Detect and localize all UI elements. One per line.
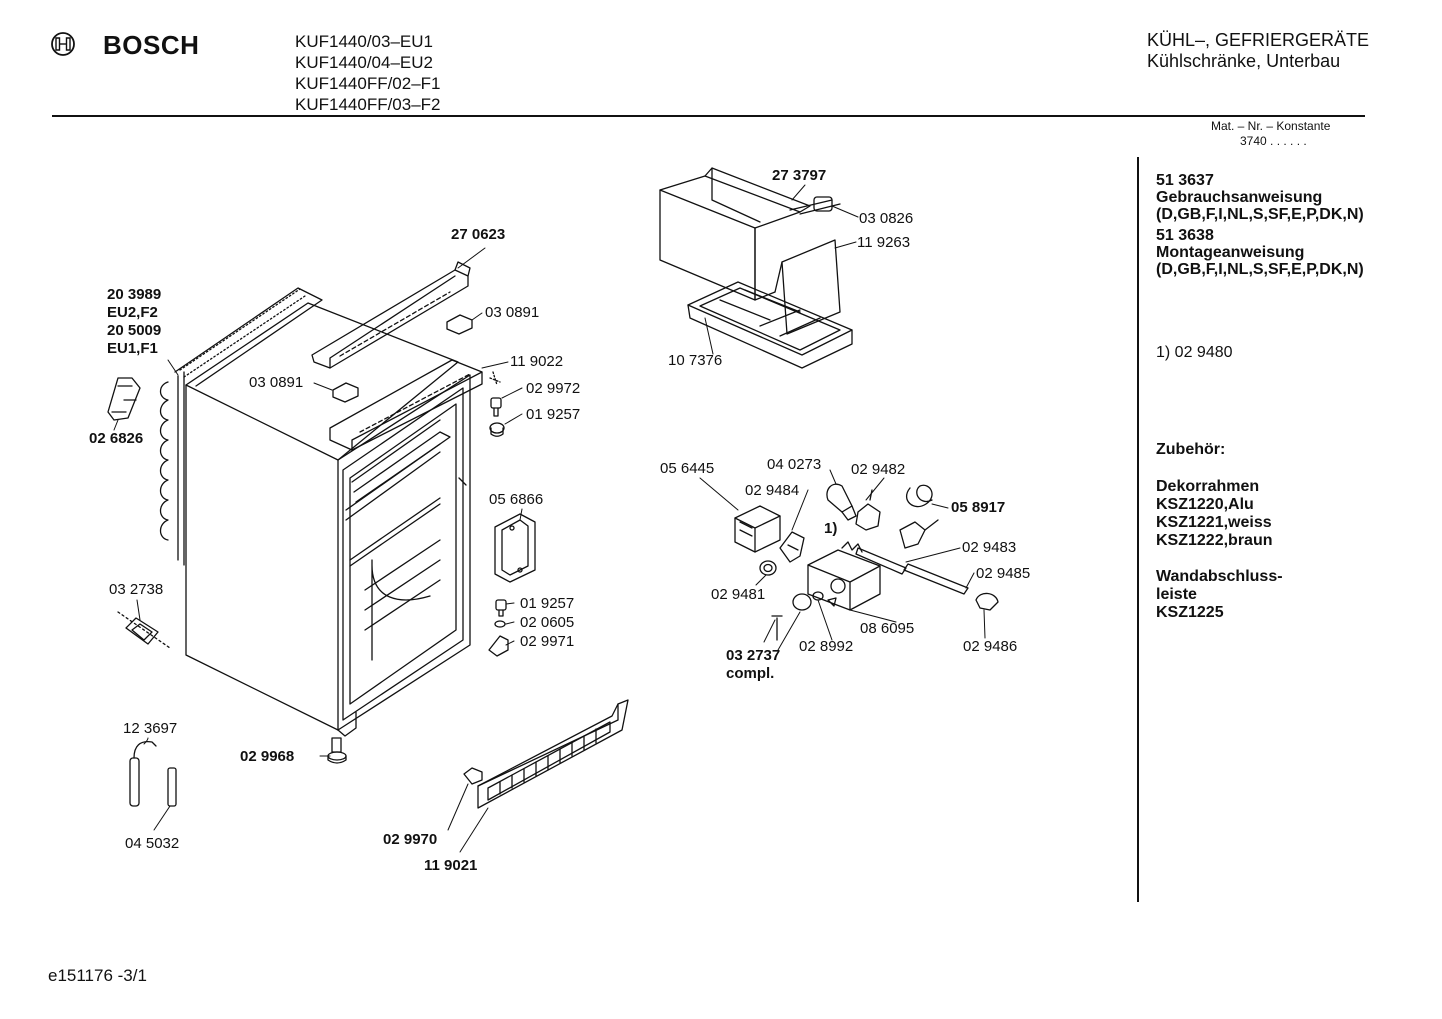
footnote: 1) 02 9480 — [1156, 344, 1233, 361]
hinge-rail-drawing — [330, 360, 482, 450]
part-label: 01 9257 — [520, 595, 575, 612]
thermostat-drawing — [808, 550, 880, 610]
spring-rod-drawing — [842, 542, 906, 574]
model-number: KUF1440FF/02–F1 — [295, 74, 441, 93]
cabinet-drawing — [186, 303, 470, 736]
footnote-marker: 1) — [824, 520, 838, 537]
part-label: 20 3989 — [107, 286, 162, 303]
category-title: KÜHL–, GEFRIERGERÄTE — [1147, 30, 1370, 50]
decor-frame-item: KSZ1221,weiss — [1156, 514, 1272, 531]
part-label: 05 8917 — [951, 499, 1006, 516]
part-label: 02 0605 — [520, 614, 575, 631]
part-label: 02 9483 — [962, 539, 1017, 556]
vent-grille-drawing — [464, 700, 628, 808]
part-label: 02 9968 — [240, 748, 295, 765]
lower-hinge-drawings — [489, 600, 508, 656]
freezer-box-drawing — [660, 168, 840, 334]
doc2-languages: (D,GB,F,I,NL,S,SF,E,P,DK,N) — [1156, 261, 1364, 278]
foot-screw-drawing — [328, 738, 346, 763]
part-label: 02 9486 — [963, 638, 1018, 655]
decor-frame-title: Dekorrahmen — [1156, 478, 1260, 495]
drip-tray-drawing — [688, 282, 852, 368]
leader-lines — [114, 185, 985, 852]
handle-drawing — [108, 378, 140, 420]
part-label: 03 0891 — [485, 304, 540, 321]
decor-frame-item: KSZ1222,braun — [1156, 532, 1273, 549]
model-number: KUF1440FF/03–F2 — [295, 95, 441, 114]
sensor-clip-drawing — [976, 593, 998, 610]
bulb-drawing — [827, 484, 856, 520]
decor-frame-item: KSZ1220,Alu — [1156, 496, 1254, 513]
part-label: 11 9022 — [510, 353, 564, 370]
clip-drawing — [780, 532, 804, 562]
part-label: 03 0891 — [249, 374, 304, 391]
part-label: 20 5009 — [107, 322, 162, 339]
category-subtitle: Kühlschränke, Unterbau — [1147, 51, 1341, 71]
part-label: 02 9482 — [851, 461, 906, 478]
part-label: 12 3697 — [123, 720, 178, 737]
mat-label: Mat. – Nr. – Konstante — [1211, 119, 1331, 133]
part-label: 02 9485 — [976, 565, 1031, 582]
part-label: 27 3797 — [772, 167, 827, 184]
part-label: 02 8992 — [799, 638, 854, 655]
category-block: KÜHL–, GEFRIERGERÄTE Kühlschränke, Unter… — [1147, 30, 1369, 72]
part-label: 11 9263 — [857, 234, 911, 251]
doc1-number: 51 3637 — [1156, 172, 1214, 189]
doc2-number: 51 3638 — [1156, 227, 1214, 244]
doc1-languages: (D,GB,F,I,NL,S,SF,E,P,DK,N) — [1156, 206, 1364, 223]
mat-value: 3740 . . . . . . — [1240, 134, 1307, 148]
document-code: e151176 -3/1 — [48, 966, 147, 985]
part-label: 02 6826 — [89, 430, 144, 447]
control-knob-drawing — [772, 594, 811, 640]
bosch-logo-icon — [50, 31, 76, 57]
lamp-drawing — [118, 612, 170, 648]
part-label: 04 0273 — [767, 456, 822, 473]
condenser-coil-drawing — [161, 288, 323, 565]
wall-strip-title: Wandabschluss- — [1156, 568, 1283, 585]
part-label: 02 9970 — [383, 831, 438, 848]
doc2-title: Montageanweisung — [1156, 244, 1305, 261]
doc1-title: Gebrauchsanweisung — [1156, 189, 1323, 206]
part-label: 10 7376 — [668, 352, 723, 369]
model-number: KUF1440/03–EU1 — [295, 32, 433, 51]
part-label: 01 9257 — [526, 406, 581, 423]
part-label: EU2,F2 — [107, 304, 158, 321]
wall-strip-title-cont: leiste — [1156, 586, 1197, 603]
part-label: EU1,F1 — [107, 340, 158, 357]
thermostat-cover-drawing — [735, 506, 780, 552]
rod-drawing — [904, 564, 968, 594]
hinge-plate-drawing — [495, 514, 535, 582]
small-part-drawing — [813, 592, 836, 606]
sidebar-divider — [1137, 157, 1139, 902]
part-label: 27 0623 — [451, 226, 506, 243]
part-label: 11 9021 — [424, 857, 478, 874]
sensor-drawings — [130, 742, 176, 806]
part-label: 05 6445 — [660, 460, 715, 477]
bracket-drawings — [333, 315, 472, 402]
part-label: 05 6866 — [489, 491, 544, 508]
part-label: 04 5032 — [125, 835, 180, 852]
part-label: 03 0826 — [859, 210, 914, 227]
part-label-note: compl. — [726, 665, 775, 682]
cable-drawing — [900, 485, 938, 548]
part-label: 08 6095 — [860, 620, 915, 637]
part-label: 03 2738 — [109, 581, 164, 598]
part-label: 02 9972 — [526, 380, 581, 397]
header-rule — [52, 115, 1365, 117]
lamp-socket-drawing — [856, 490, 880, 530]
accessories-title: Zubehör: — [1156, 441, 1226, 458]
brand-name: BOSCH — [103, 30, 200, 60]
part-label: 02 9971 — [520, 633, 575, 650]
top-rail-drawing — [312, 262, 470, 368]
knob-drawing — [760, 561, 776, 575]
hinge-part-drawings — [490, 372, 504, 436]
wall-strip-item: KSZ1225 — [1156, 604, 1224, 621]
part-label: 02 9481 — [711, 586, 766, 603]
part-label: 03 2737 — [726, 647, 781, 664]
model-list: KUF1440/03–EU1 KUF1440/04–EU2 KUF1440FF/… — [295, 31, 441, 115]
part-label: 02 9484 — [745, 482, 800, 499]
model-number: KUF1440/04–EU2 — [295, 53, 433, 72]
